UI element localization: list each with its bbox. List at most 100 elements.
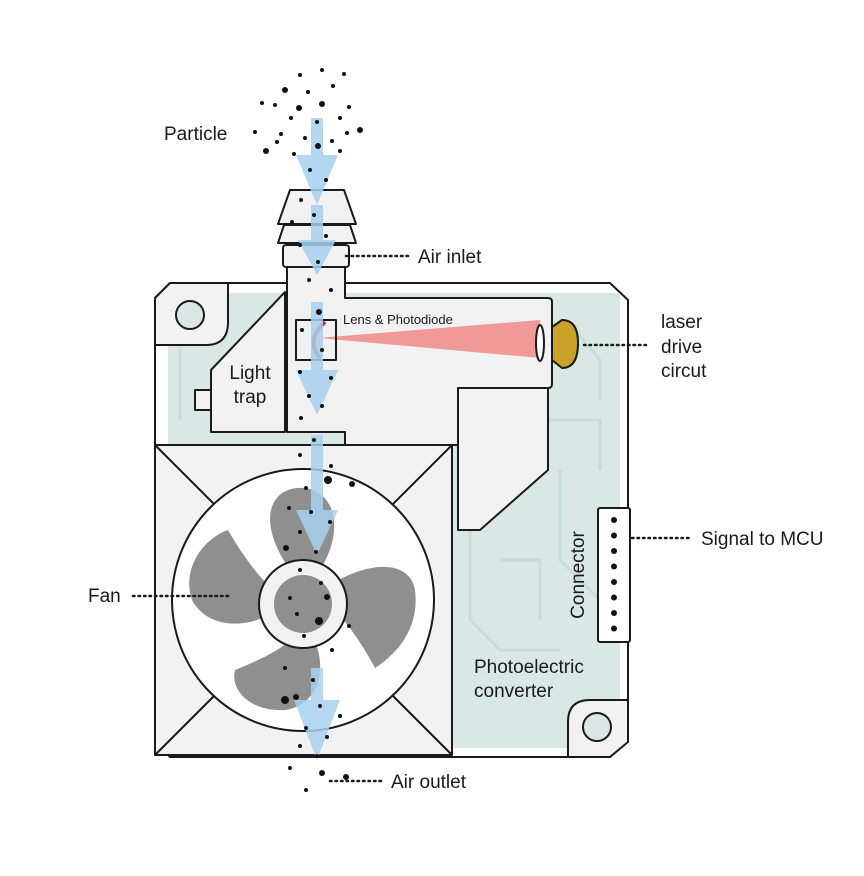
particle-dot [281, 696, 289, 704]
particle-dot [295, 612, 299, 616]
particle-dot [318, 704, 322, 708]
particle-dot [331, 84, 335, 88]
particle-cloud [253, 68, 363, 792]
particle-dot [304, 486, 308, 490]
particle-dot [303, 136, 307, 140]
light-trap-label-line2: trap [234, 387, 267, 408]
air-inlet-label: Air inlet [418, 247, 482, 268]
particle-dot [298, 568, 302, 572]
particle-dot [273, 103, 277, 107]
particle-dot [289, 116, 293, 120]
particle-dot [299, 198, 303, 202]
particle-dot [298, 243, 302, 247]
particle-dot [319, 581, 323, 585]
connector-pin [611, 563, 617, 570]
laser-beam [318, 320, 540, 358]
connector-pin [611, 532, 617, 539]
particle-dot [316, 309, 322, 315]
particle-dot [312, 438, 316, 442]
particle-dot [300, 328, 304, 332]
connector-pin [611, 579, 617, 585]
particle-dot [324, 476, 332, 484]
connector-pin [611, 594, 617, 601]
particle-dot [315, 143, 321, 149]
particle-dot [320, 404, 324, 408]
particle-dot [320, 68, 324, 72]
particle-dot [314, 550, 318, 554]
particle-dot [319, 101, 325, 107]
particle-dot [260, 101, 264, 105]
light-trap-label-line1: Light [229, 363, 271, 384]
light-trap: Light trap [194, 291, 286, 433]
particle-dot [292, 152, 296, 156]
connector: Connector [568, 507, 631, 643]
particle-dot [282, 87, 288, 93]
connector-pin [611, 625, 617, 632]
particle-dot [315, 617, 323, 625]
particle-dot [253, 130, 257, 134]
fan-housing [154, 444, 453, 756]
particle-dot [283, 666, 287, 670]
leader-lines [131, 254, 694, 783]
particle-dot [298, 530, 302, 534]
laser-label-line1: laser [661, 312, 703, 333]
particle-dot [308, 168, 312, 172]
particle-dot [298, 744, 302, 748]
particle-dot [311, 678, 315, 682]
particle-dot [288, 596, 292, 600]
particle-dot [263, 148, 269, 154]
particle-label: Particle [164, 124, 227, 145]
particle-dot [357, 127, 363, 133]
particle-dot [307, 394, 311, 398]
particle-dot [347, 105, 351, 109]
airflow-arrow-icon [296, 118, 338, 205]
particle-dot [324, 234, 328, 238]
particle-dot [329, 288, 333, 292]
particle-dot [302, 634, 306, 638]
particle-dot [315, 120, 319, 124]
particle-dot [325, 735, 329, 739]
particle-dot [315, 754, 319, 758]
particle-dot [298, 453, 302, 457]
mounting-hole-icon [175, 300, 205, 330]
particle-dot [330, 139, 334, 143]
particle-dot [329, 376, 333, 380]
lens-photodiode-label: Lens & Photodiode [343, 312, 453, 327]
particle-dot [329, 464, 333, 468]
airflow-arrow-icon [294, 668, 340, 760]
particle-dot [296, 105, 302, 111]
particle-dot [275, 140, 279, 144]
particle-dot [304, 726, 308, 730]
particle-dot [290, 220, 294, 224]
particle-dot [324, 178, 328, 182]
photoelectric-label-line1: Photoelectric [474, 657, 584, 678]
particle-dot [307, 278, 311, 282]
particle-dot [306, 90, 310, 94]
particle-dot [349, 481, 355, 487]
airflow-arrow-icon [298, 205, 336, 275]
particle-dot [312, 213, 316, 217]
photoelectric-label-line2: converter [474, 681, 554, 702]
particle-dot [328, 520, 332, 524]
laser-label-line2: drive [661, 337, 702, 358]
particle-dot [343, 774, 349, 780]
connector-label: Connector [568, 531, 589, 619]
particle-dot [293, 694, 299, 700]
particle-dot [309, 510, 313, 514]
signal-label: Signal to MCU [701, 529, 824, 550]
particle-dot [338, 714, 342, 718]
airflow-arrows [294, 118, 340, 760]
airflow-arrow-icon [296, 302, 338, 415]
particle-dot [279, 132, 283, 136]
particle-dot [299, 416, 303, 420]
particle-dot [345, 131, 349, 135]
connector-pin [611, 548, 617, 554]
optical-chamber: Lens & Photodiode [286, 264, 579, 531]
particle-dot [316, 260, 320, 264]
particle-dot [342, 72, 346, 76]
particle-dot [338, 116, 342, 120]
connector-pin [611, 517, 617, 523]
particle-dot [338, 149, 342, 153]
laser-label-line3: circut [661, 361, 707, 382]
